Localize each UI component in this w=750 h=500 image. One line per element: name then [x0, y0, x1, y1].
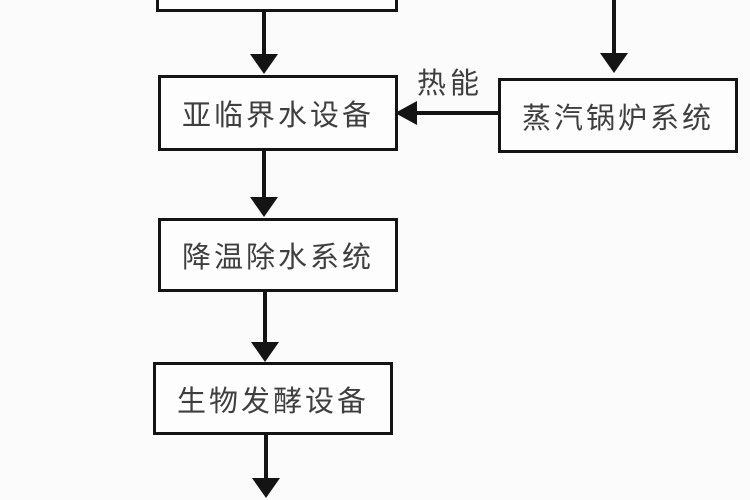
arrowhead-down-icon	[250, 54, 278, 74]
node-top-partial	[156, 0, 398, 12]
arrowhead-down-icon	[250, 197, 278, 217]
edge-label-heat-energy: 热能	[416, 68, 483, 100]
node-label: 生物发酵设备	[176, 385, 369, 418]
node-steam-boiler-system: 蒸汽锅炉系统	[498, 78, 738, 153]
connector-cooling-to-fermentation	[263, 290, 267, 343]
arrowhead-down-icon	[252, 478, 280, 498]
arrowhead-left-icon	[395, 101, 417, 125]
connector-boiler-to-subcritical	[414, 111, 498, 115]
node-label: 亚临界水设备	[181, 100, 374, 132]
connector-subcritical-to-cooling	[262, 149, 266, 199]
node-biological-fermentation-equipment: 生物发酵设备	[153, 362, 393, 435]
arrowhead-down-icon	[251, 342, 279, 362]
node-label: 降温除水系统	[181, 242, 374, 274]
node-label: 蒸汽锅炉系统	[521, 102, 714, 135]
connector-top-to-boiler	[612, 0, 616, 54]
node-subcritical-water-equipment: 亚临界水设备	[158, 75, 398, 151]
connector-top-to-subcritical	[262, 12, 266, 56]
connector-fermentation-to-next	[264, 433, 268, 479]
node-cooling-water-removal-system: 降温除水系统	[158, 218, 398, 292]
arrowhead-down-icon	[600, 53, 628, 73]
